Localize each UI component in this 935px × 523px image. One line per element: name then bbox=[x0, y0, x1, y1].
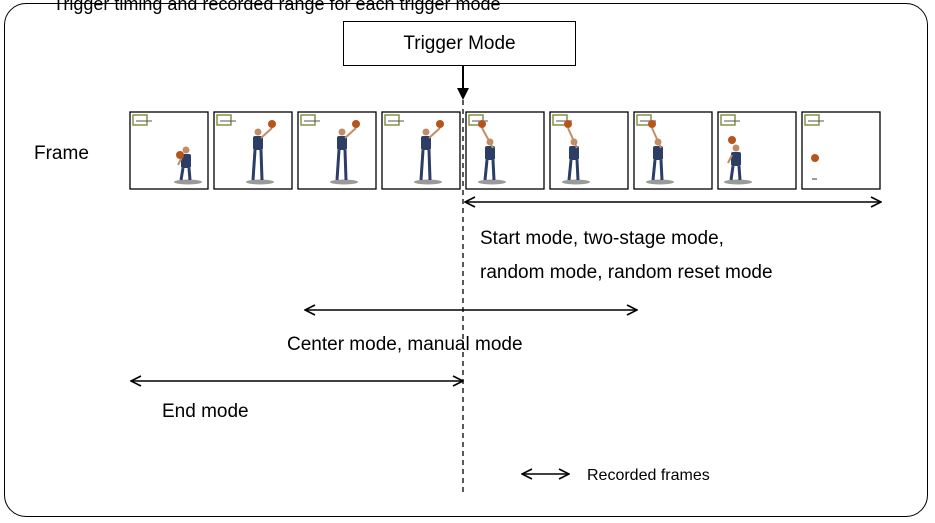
frame-thumbnail bbox=[381, 111, 461, 190]
ball-icon bbox=[478, 120, 486, 128]
frame-strip bbox=[129, 111, 881, 190]
frame-thumbnail bbox=[465, 111, 545, 190]
player-figure bbox=[414, 127, 442, 185]
trigger-mode-label: Trigger Mode bbox=[403, 32, 516, 54]
hoop-icon bbox=[720, 114, 736, 126]
player-figure bbox=[646, 127, 674, 185]
start-mode-label-line2: random mode, random reset mode bbox=[480, 262, 773, 283]
ball-icon bbox=[564, 120, 572, 128]
caption-top: Trigger timing and recorded range for ea… bbox=[53, 0, 501, 14]
player-figure bbox=[246, 127, 274, 185]
ball-icon bbox=[436, 120, 444, 128]
frame-thumbnail bbox=[213, 111, 293, 190]
frame-thumbnail bbox=[129, 111, 209, 190]
frame-thumbnail bbox=[717, 111, 797, 190]
ball-icon bbox=[811, 154, 819, 162]
frame-thumbnail bbox=[297, 111, 377, 190]
player-figure bbox=[724, 144, 752, 185]
hoop-icon bbox=[216, 114, 232, 126]
hoop-icon bbox=[636, 114, 652, 126]
hoop-icon bbox=[384, 114, 400, 126]
ball-icon bbox=[728, 136, 736, 144]
ball-icon bbox=[268, 120, 276, 128]
end-mode-label: End mode bbox=[162, 401, 249, 422]
hoop-icon bbox=[132, 114, 148, 126]
legend-label: Recorded frames bbox=[587, 467, 710, 484]
ball-icon bbox=[176, 151, 184, 159]
start-mode-label-line1: Start mode, two-stage mode, bbox=[480, 228, 724, 249]
player-figure bbox=[478, 127, 506, 185]
frame-thumbnail bbox=[801, 111, 881, 190]
frame-thumbnail bbox=[549, 111, 629, 190]
player-figure bbox=[562, 127, 590, 185]
hoop-icon bbox=[804, 114, 820, 126]
hoop-icon bbox=[468, 114, 484, 126]
ball-icon bbox=[352, 120, 360, 128]
diagram-panel: Trigger timing and recorded range for ea… bbox=[4, 0, 928, 517]
hoop-icon bbox=[552, 114, 568, 126]
frame-thumbnail bbox=[633, 111, 713, 190]
ball-icon bbox=[648, 120, 656, 128]
trigger-mode-box: Trigger Mode bbox=[343, 21, 576, 66]
player-figure bbox=[330, 127, 358, 185]
frame-label: Frame bbox=[34, 143, 89, 164]
hoop-icon bbox=[300, 114, 316, 126]
center-mode-label: Center mode, manual mode bbox=[287, 334, 523, 355]
